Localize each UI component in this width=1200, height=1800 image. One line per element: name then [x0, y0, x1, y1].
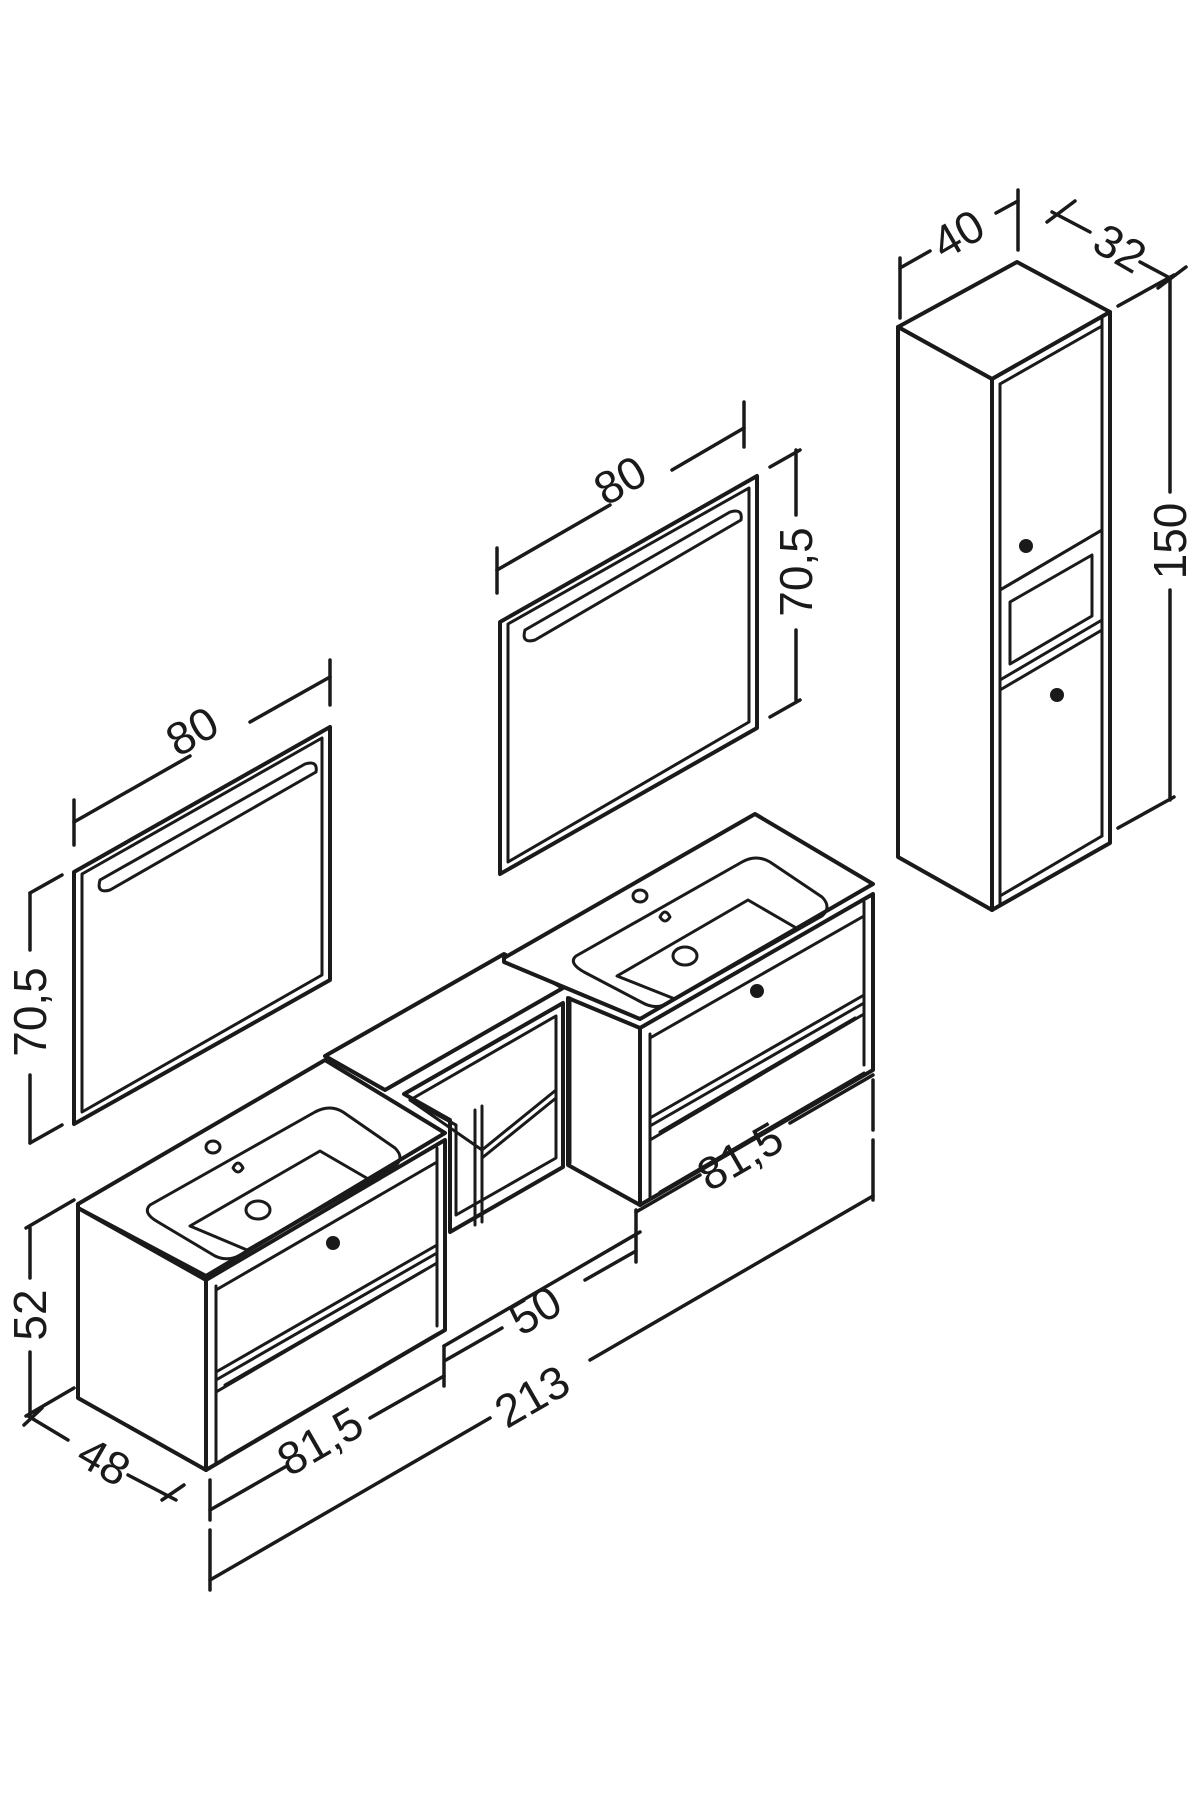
tall-cabinet-lower-knob: [1050, 688, 1064, 702]
center-mirror-light-strip: [522, 509, 743, 643]
total-width-label: 213: [486, 1354, 578, 1437]
tall-cabinet-lower-door: [998, 628, 1104, 898]
vanity-height-dimension: [24, 1198, 76, 1418]
left-mirror-light-strip: [97, 761, 318, 893]
right-vanity-knob: [750, 984, 764, 998]
tall-cabinet-width-label: 40: [923, 199, 993, 270]
left-mirror-height-label: 70,5: [4, 967, 56, 1057]
tall-cabinet-height-dimension: [1116, 273, 1176, 830]
left-sink-basin: [145, 1106, 402, 1261]
tall-cabinet: [896, 260, 1112, 912]
tall-cabinet-height-label: 150: [1144, 503, 1196, 580]
shelf-width-label: 50: [500, 1275, 570, 1346]
right-vanity-drawer: [648, 914, 866, 1120]
vanity-depth-label: 48: [69, 1426, 139, 1497]
vanity-height-label: 52: [4, 1289, 56, 1340]
right-vanity: [502, 812, 875, 1207]
right-vanity-width-dimension: [634, 1073, 875, 1214]
left-vanity-knob: [326, 1236, 340, 1250]
left-mirror-height-dimension: [28, 873, 64, 1145]
left-vanity: [76, 1058, 447, 1472]
left-mirror: [72, 725, 332, 1126]
tall-cabinet-width-dimension: [898, 188, 1020, 320]
tall-cabinet-niche: [998, 528, 1104, 682]
tall-cabinet-upper-knob: [1019, 539, 1033, 553]
shelf-width-dimension: [442, 1208, 642, 1362]
tall-cabinet-depth-label: 32: [1085, 213, 1155, 284]
center-mirror-width-dimension: [495, 400, 746, 595]
center-mirror-height-label: 70,5: [770, 527, 822, 617]
left-vanity-drawer: [214, 1160, 439, 1374]
total-width-dimension: [208, 1138, 875, 1592]
left-mirror-width-label: 80: [157, 696, 227, 767]
center-mirror-height-dimension: [768, 448, 802, 719]
right-sink-basin: [571, 856, 829, 1008]
vanity-depth-dimension: [22, 1406, 186, 1502]
left-mirror-width-dimension: [72, 658, 332, 847]
center-mirror: [498, 474, 759, 876]
center-mirror-width-label: 80: [585, 445, 655, 516]
open-shelf-unit: [323, 952, 565, 1234]
left-vanity-width-dimension: [208, 1344, 446, 1522]
